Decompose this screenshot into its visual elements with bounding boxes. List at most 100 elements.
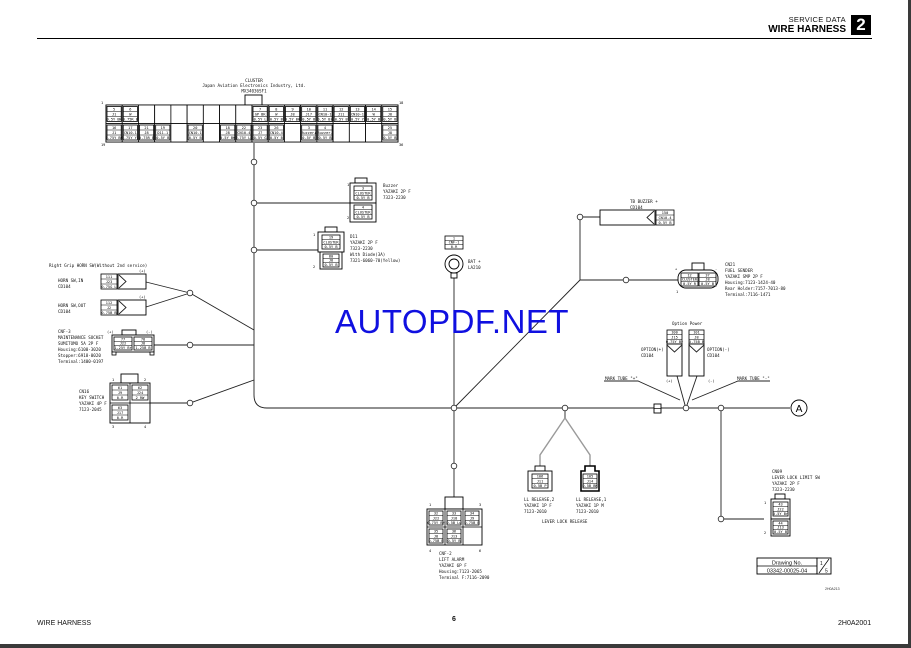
cell-wire: J1 bbox=[112, 131, 116, 135]
buzzer-spec: YAZAKI 2P F bbox=[383, 189, 411, 194]
cell-spec: 0.5Y B bbox=[383, 117, 396, 121]
cell-spec: 0.5Y B bbox=[383, 136, 396, 140]
cell-wire: J13 bbox=[777, 526, 784, 530]
cell-spec: 0.5Y B bbox=[325, 245, 338, 249]
cell-spec: 0.5Y B bbox=[774, 530, 787, 534]
splice-node bbox=[450, 462, 458, 470]
maint-stopper: Stopper:6918-0020 bbox=[58, 353, 101, 358]
cluster-slot bbox=[170, 104, 188, 124]
cell-wire: J9 bbox=[118, 391, 122, 395]
cell-wire: CLUSTER bbox=[682, 278, 698, 282]
splice-nodes bbox=[186, 158, 725, 523]
polarity-label: (-) bbox=[708, 379, 715, 383]
cell-wire: J9 bbox=[470, 516, 474, 520]
mark-tube-plus-label: MARK TUBE "+" bbox=[605, 376, 638, 381]
page-number: 6 bbox=[452, 616, 456, 623]
cell-pin: 43 bbox=[778, 503, 782, 507]
cluster-slot bbox=[186, 104, 204, 124]
cell-pin: 18 bbox=[226, 126, 230, 130]
cell-spec: 0.5Y B bbox=[335, 117, 348, 121]
d11-note: With Diode(3A) bbox=[350, 252, 385, 257]
polarity-label: (-) bbox=[146, 330, 153, 334]
tb-buzzer-part: CD104 bbox=[630, 205, 643, 210]
footer-code: 2H0A2001 bbox=[838, 620, 872, 627]
cluster-slot bbox=[154, 104, 172, 124]
cluster-connector: CLUSTER Japan Aviation Electronics Indus… bbox=[101, 78, 403, 147]
drawing-number: 03342-00025-04 bbox=[767, 569, 807, 575]
cell-spec: 0.75Y Br bbox=[666, 340, 684, 344]
horn-out-wire bbox=[145, 292, 191, 308]
option-right-part: CD104 bbox=[707, 353, 720, 358]
cell-spec: 0.5Y R bbox=[683, 282, 697, 286]
pin-cell: 8W0.5Y B bbox=[268, 106, 284, 122]
cell-spec: 0.R bbox=[117, 416, 124, 420]
cell-pin: 20 bbox=[193, 126, 197, 130]
cell-spec: 0.5Y B bbox=[156, 136, 169, 140]
cell-pin: 14 bbox=[372, 107, 376, 111]
cell-pin: 3 bbox=[308, 126, 310, 130]
cell-spec: 0.5Y Br bbox=[773, 512, 789, 516]
cell-pin: 4 bbox=[324, 126, 326, 130]
fuel-id: CN21 bbox=[725, 262, 736, 267]
cell-wire: J8 bbox=[290, 112, 294, 116]
key-part: 7123-2045 bbox=[79, 407, 102, 412]
cell-wire: J8 bbox=[144, 131, 148, 135]
cell-wire: J8 bbox=[705, 278, 709, 282]
cell-pin: 36 bbox=[452, 530, 456, 534]
fuel-spec: YAZAKI SMP 2P F bbox=[725, 274, 763, 279]
drawing-code: 2H0A213 bbox=[825, 587, 840, 591]
cell-pin: 111 bbox=[106, 275, 113, 279]
option-right-name: OPTION(-) bbox=[707, 347, 730, 352]
buzzer-part: 7323-2230 bbox=[383, 195, 406, 200]
cluster-slot bbox=[170, 123, 188, 143]
splice-node bbox=[250, 158, 258, 166]
chapter-badge: 2 bbox=[851, 15, 871, 35]
cell-spec: 0.5Y G bbox=[254, 136, 267, 140]
lift-terminal: Terminal F:7116-2090 bbox=[439, 575, 490, 580]
cell-pin: 77 bbox=[121, 337, 125, 341]
cell-spec: 0.5Y B bbox=[270, 136, 283, 140]
cell-pin: 33 bbox=[452, 512, 456, 516]
d11-name: D11 bbox=[350, 234, 358, 239]
cell-pin: 5 bbox=[113, 107, 115, 111]
cell-spec: 0.75Y YL bbox=[122, 136, 139, 140]
cell-wire: D11-1 bbox=[157, 131, 168, 135]
pin-label: 1 bbox=[676, 290, 678, 294]
cell-pin: 8 bbox=[275, 107, 277, 111]
horn-in-part: CD104 bbox=[58, 284, 71, 289]
polarity-label: (+) bbox=[139, 269, 146, 273]
cell-wire: J8 bbox=[388, 112, 392, 116]
cell-wire: J15 bbox=[671, 335, 678, 339]
cell-pin: 78 bbox=[141, 337, 145, 341]
header-section: SERVICE DATA bbox=[788, 15, 846, 24]
splice-node bbox=[186, 341, 194, 349]
cell-spec: 2 RW bbox=[136, 396, 145, 400]
horn-out-part: CD104 bbox=[58, 309, 71, 314]
pin-label: 2 bbox=[347, 216, 349, 220]
ll-release1-name: LL RELEASE,1 bbox=[576, 497, 607, 502]
maint-housing: Housing:6100-3020 bbox=[58, 347, 101, 352]
tb-buzzer-wire bbox=[579, 216, 600, 280]
fuel-terminal: Terminal:7116-1471 bbox=[725, 292, 771, 297]
ll-release1-spec: YAZAKI 1P M bbox=[576, 503, 604, 508]
cell-spec: 1.25B B bbox=[135, 346, 150, 350]
horn-title: Right Grip HORN SW(Without 2nd service) bbox=[49, 263, 147, 268]
cell-wire: J24 bbox=[137, 391, 144, 395]
cluster-slot bbox=[202, 104, 220, 124]
diagonal-wire bbox=[453, 279, 581, 409]
